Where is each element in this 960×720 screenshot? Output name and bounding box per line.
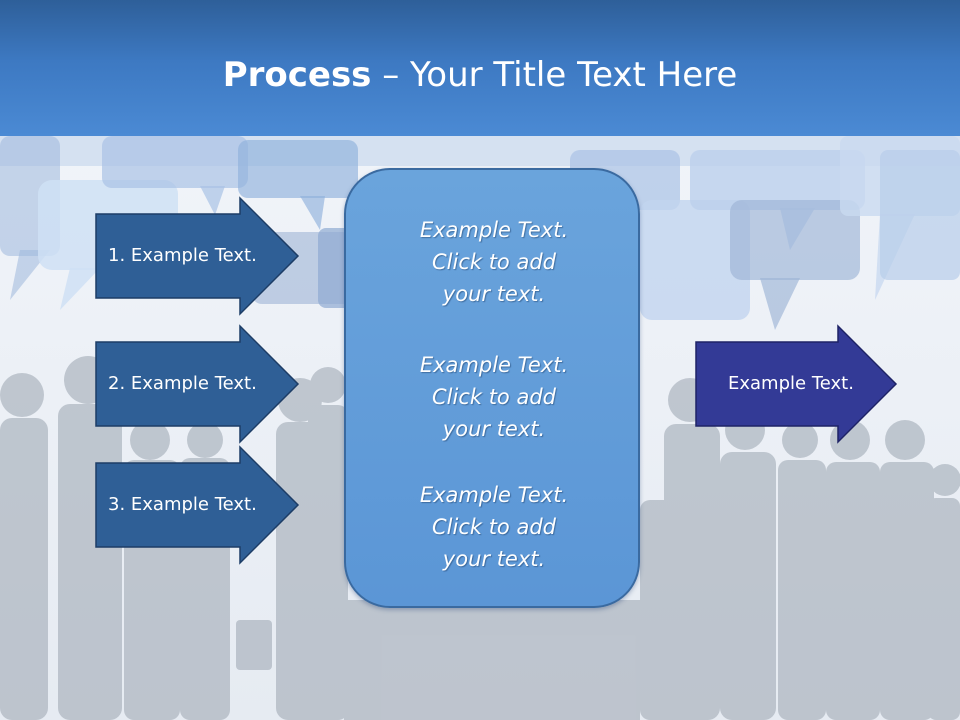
center-text-block-1: Example Text. Click to add your text. (346, 214, 642, 310)
slide-title[interactable]: Process – Your Title Text Here (0, 52, 960, 98)
title-bold: Process (222, 55, 372, 95)
block-line: your text. (442, 417, 546, 441)
block-line: your text. (442, 547, 546, 571)
step-label-2: 2. Example Text. (108, 373, 257, 394)
title-bar (0, 0, 960, 136)
step-arrow-3[interactable] (95, 445, 300, 565)
step-arrow-2[interactable] (95, 324, 300, 444)
block-line: your text. (442, 282, 546, 306)
result-arrow[interactable] (695, 324, 898, 444)
step-arrow-1[interactable] (95, 196, 300, 316)
block-line: Click to add (431, 385, 556, 409)
block-line: Example Text. (419, 483, 569, 507)
block-line: Example Text. (419, 218, 569, 242)
result-label: Example Text. (728, 373, 854, 394)
step-label-3: 3. Example Text. (108, 494, 257, 515)
block-line: Click to add (431, 250, 556, 274)
step-label-1: 1. Example Text. (108, 245, 257, 266)
title-rest: – Your Title Text Here (371, 55, 738, 95)
center-text-box[interactable]: Example Text. Click to add your text. Ex… (344, 168, 640, 608)
center-text-block-3: Example Text. Click to add your text. (346, 479, 642, 575)
block-line: Example Text. (419, 353, 569, 377)
center-text-block-2: Example Text. Click to add your text. (346, 349, 642, 445)
block-line: Click to add (431, 515, 556, 539)
